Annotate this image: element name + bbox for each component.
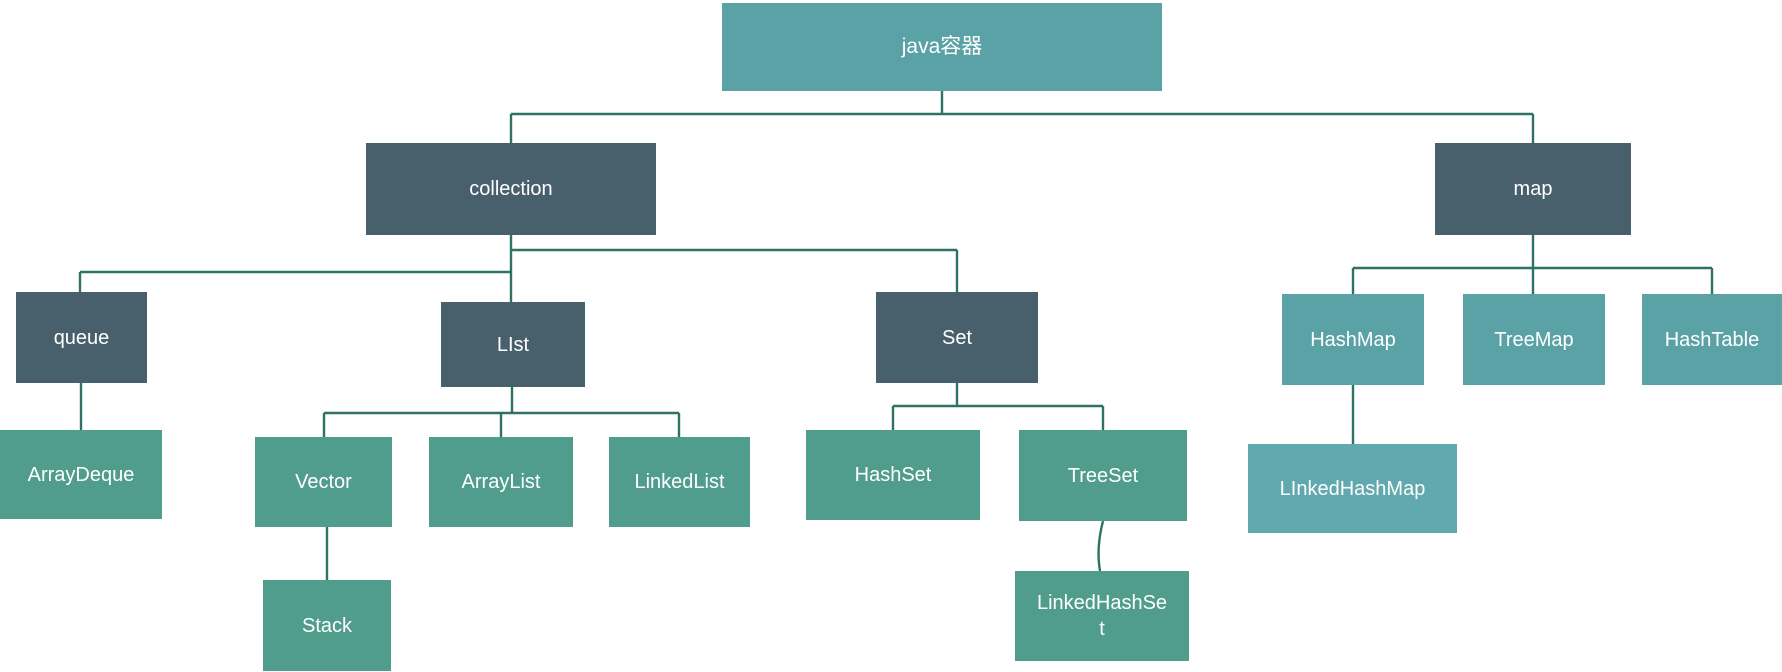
node-hashmap: HashMap (1282, 294, 1424, 385)
node-linkedhashmap: LInkedHashMap (1248, 444, 1457, 533)
node-collection: collection (366, 143, 656, 235)
node-arraydeque: ArrayDeque (0, 430, 162, 519)
node-list: LIst (441, 302, 585, 387)
node-arraylist: ArrayList (429, 437, 573, 527)
node-vector: Vector (255, 437, 392, 527)
node-treeset: TreeSet (1019, 430, 1187, 521)
node-set: Set (876, 292, 1038, 383)
node-linkedlist: LinkedList (609, 437, 750, 527)
node-map: map (1435, 143, 1631, 235)
edge-treeset-linkedhashset (1097, 520, 1105, 572)
node-hashset: HashSet (806, 430, 980, 520)
node-hashtable: HashTable (1642, 294, 1782, 385)
node-linkedhashset: LinkedHashSe t (1015, 571, 1189, 661)
node-java-container: java容器 (722, 3, 1162, 91)
node-stack: Stack (263, 580, 391, 671)
node-treemap: TreeMap (1463, 294, 1605, 385)
node-queue: queue (16, 292, 147, 383)
